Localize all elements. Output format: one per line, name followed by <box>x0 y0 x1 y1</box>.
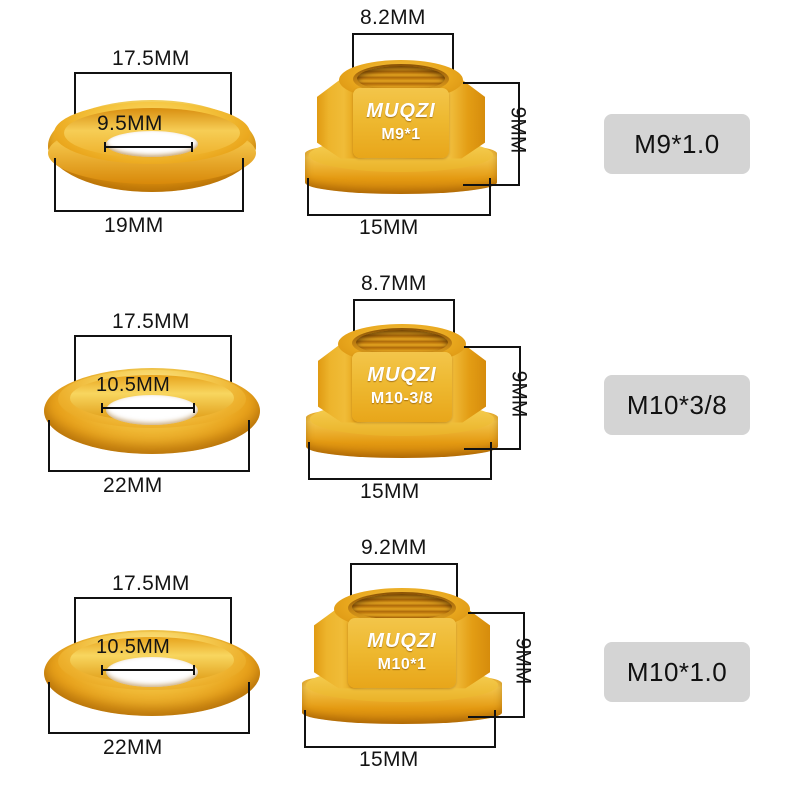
nut-spec-text: M10-3/8 <box>370 390 434 407</box>
washer-bore-diameter-label: 10.5MM <box>96 636 171 658</box>
nut-bore-diameter-label: 8.2MM <box>360 6 426 29</box>
nut-flange-diameter-bracket <box>307 178 491 216</box>
nut-label-plate: MUQZI M10*1 <box>348 618 456 688</box>
nut-flange-diameter-bracket <box>308 442 492 480</box>
nut-height-label: 9MM <box>506 106 530 154</box>
spec-chip-m10-1[interactable]: M10*1.0 <box>604 642 750 702</box>
nut-graphic-m9: MUQZI M9*1 <box>303 56 499 194</box>
nut-graphic-m10-1: MUQZI M10*1 <box>300 584 504 724</box>
washer-bore <box>106 657 198 687</box>
nut-graphic-m10-38: MUQZI M10-3/8 <box>304 320 500 458</box>
nut-spec-text: M9*1 <box>381 126 421 143</box>
washer-bore-dimension-line <box>101 403 195 413</box>
washer-bore-dimension-line <box>101 665 195 675</box>
nut-height-bracket <box>464 346 521 450</box>
nut-bore <box>356 330 448 355</box>
washer-bore <box>106 395 198 425</box>
washer-graphic-m10-1 <box>44 630 260 716</box>
washer-top-diameter-bracket <box>74 597 232 655</box>
nut-label-plate: MUQZI M9*1 <box>353 88 449 158</box>
washer-outer-diameter-label: 22MM <box>103 736 163 759</box>
washer-top-diameter-label: 17.5MM <box>112 47 190 70</box>
washer-outer-diameter-bracket <box>48 682 250 734</box>
nut-flange-diameter-label: 15MM <box>360 480 420 503</box>
washer-bore-dimension-line <box>104 142 193 152</box>
nut-height-bracket <box>463 82 520 186</box>
nut-brand-text: MUQZI <box>367 630 437 652</box>
washer-outer-diameter-bracket <box>48 420 250 472</box>
nut-flange-diameter-label: 15MM <box>359 748 419 771</box>
washer-graphic-m10-38 <box>44 368 260 454</box>
nut-bore <box>352 594 452 620</box>
product-row-m9: 17.5MM 9.5MM 19MM 8.2MM <box>0 0 800 260</box>
washer-bore <box>106 131 198 157</box>
washer-outer-diameter-label: 22MM <box>103 474 163 497</box>
nut-bore-diameter-bracket <box>352 33 454 83</box>
nut-brand-text: MUQZI <box>366 100 436 122</box>
nut-height-bracket <box>468 612 525 718</box>
washer-bore-diameter-label: 9.5MM <box>97 112 163 135</box>
nut-flange-diameter-label: 15MM <box>359 216 419 239</box>
product-row-m10-1: 17.5MM 10.5MM 22MM 9.2MM <box>0 530 800 790</box>
washer-top-diameter-bracket <box>74 72 232 132</box>
nut-spec-text: M10*1 <box>377 656 427 673</box>
nut-bore-diameter-label: 9.2MM <box>361 536 427 559</box>
spec-chip-m10-38[interactable]: M10*3/8 <box>604 375 750 435</box>
washer-bore-diameter-label: 10.5MM <box>96 374 171 396</box>
nut-label-plate: MUQZI M10-3/8 <box>352 352 452 422</box>
nut-bore-diameter-label: 8.7MM <box>361 272 427 295</box>
washer-outer-diameter-label: 19MM <box>104 214 164 237</box>
spec-chip-m9[interactable]: M9*1.0 <box>604 114 750 174</box>
nut-height-label: 9MM <box>511 637 535 685</box>
washer-graphic-m9 <box>48 100 256 192</box>
washer-top-diameter-bracket <box>74 335 232 393</box>
nut-bore <box>357 66 445 91</box>
nut-height-label: 9MM <box>507 370 531 418</box>
nut-brand-text: MUQZI <box>367 364 437 386</box>
product-row-m10-38: 17.5MM 10.5MM 22MM 8.7MM <box>0 260 800 520</box>
nut-bore-diameter-bracket <box>353 299 455 345</box>
nut-flange-diameter-bracket <box>304 710 496 748</box>
nut-bore-diameter-bracket <box>350 563 458 611</box>
washer-top-diameter-label: 17.5MM <box>112 310 190 333</box>
washer-outer-diameter-bracket <box>54 158 244 212</box>
washer-top-diameter-label: 17.5MM <box>112 572 190 595</box>
